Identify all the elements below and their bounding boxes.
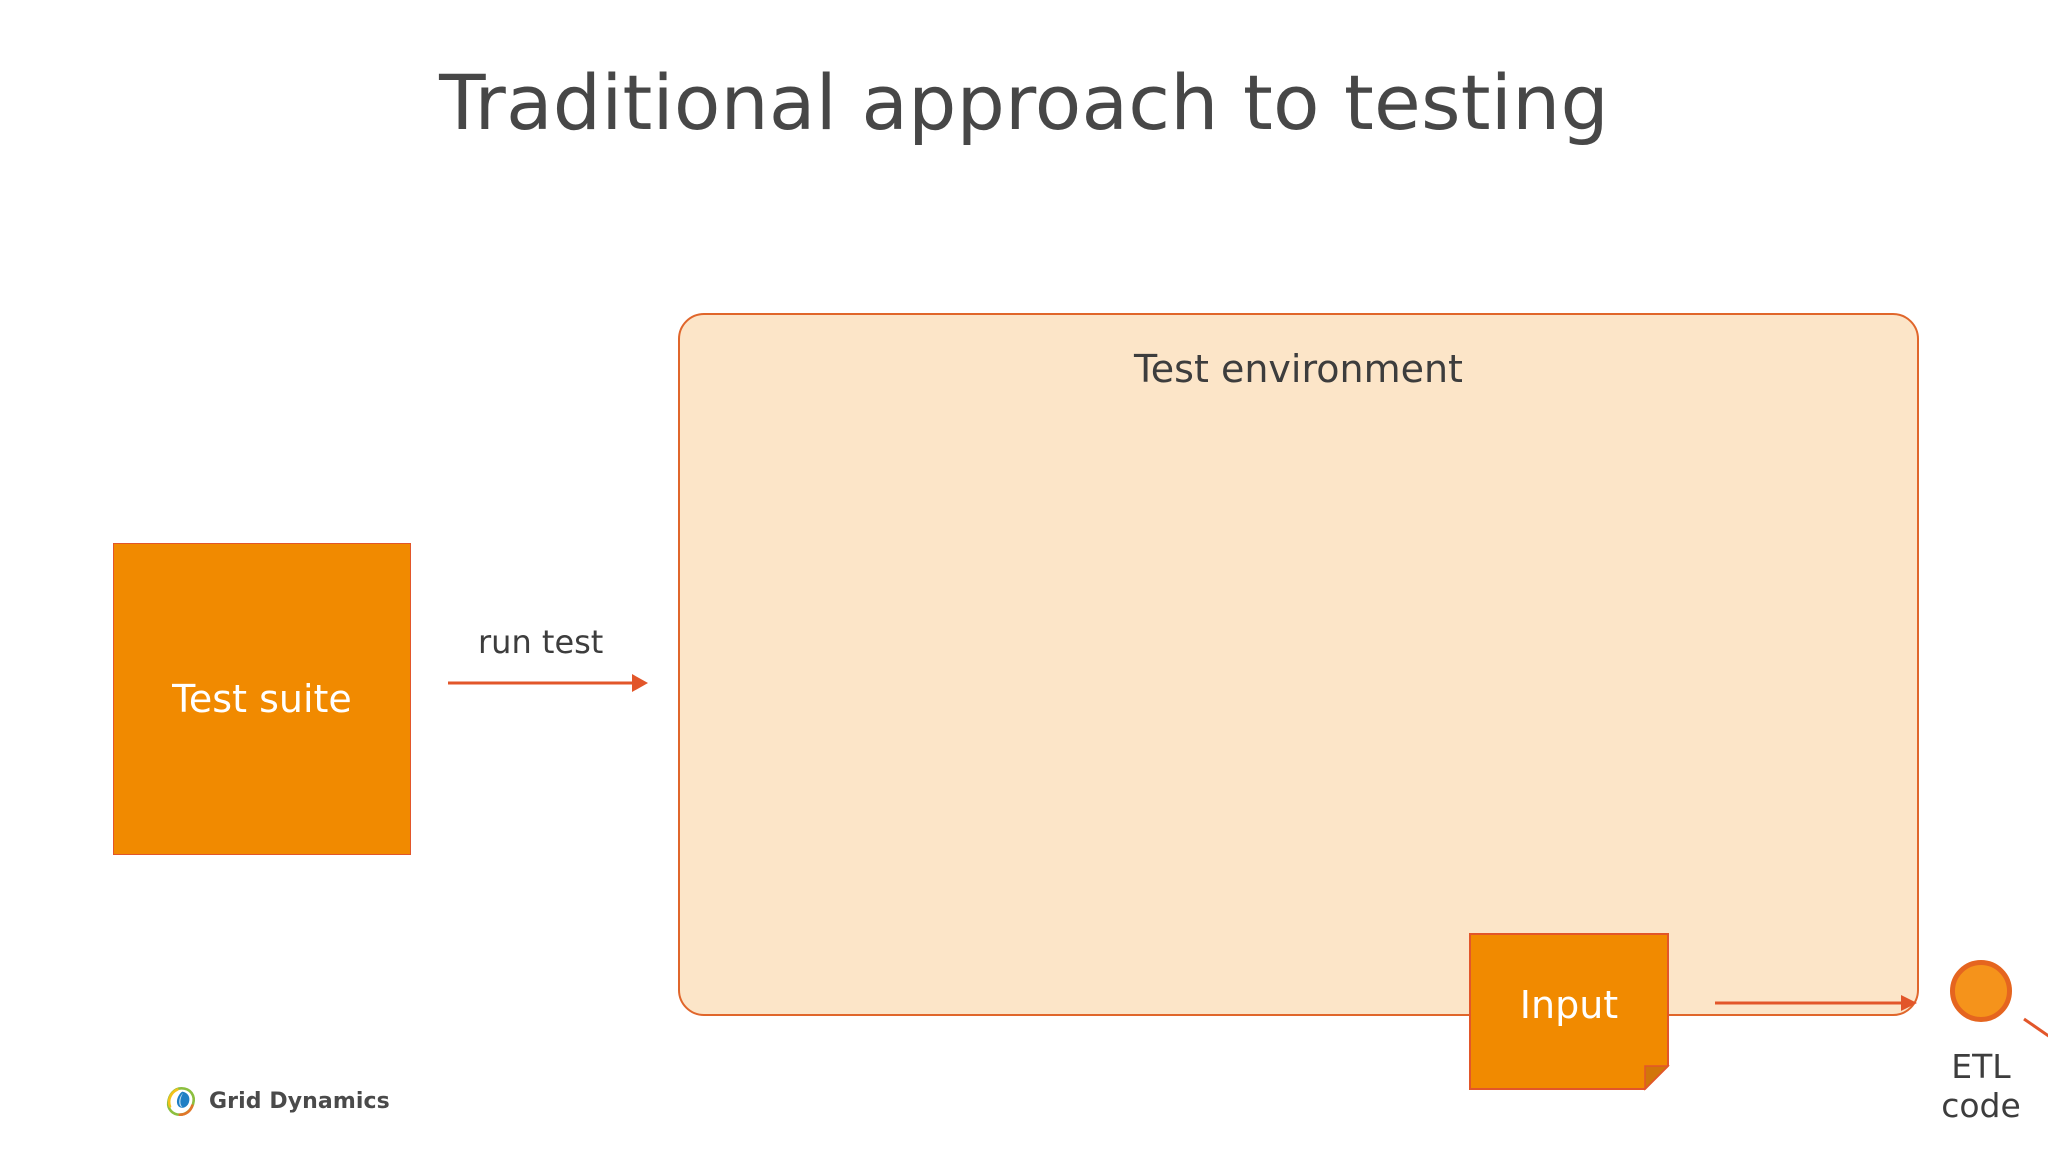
node-etl-code <box>1950 960 2012 1022</box>
brand-name-label: Grid Dynamics <box>209 1089 390 1114</box>
brand-logo: Grid Dynamics <box>165 1085 390 1118</box>
arrow-diagonal-down-right-icon <box>2020 1015 2048 1152</box>
container-test-environment-label: Test environment <box>1134 347 1463 391</box>
connector-run-test-label: run test <box>478 623 604 661</box>
node-test-suite: Test suite <box>113 543 411 855</box>
grid-dynamics-logo-icon <box>166 1086 195 1117</box>
node-etl-code-label: ETL code <box>1896 1047 2048 1126</box>
node-etl-code-label-line1: ETL <box>1951 1047 2011 1086</box>
node-etl-code-label-line2: code <box>1941 1085 2021 1125</box>
container-test-environment: Test environment Input ETL code <box>678 313 2048 1125</box>
node-test-suite-label: Test suite <box>172 677 352 721</box>
arrow-right-icon <box>448 668 648 698</box>
arrow-right-icon <box>1715 992 1917 1014</box>
node-input: Input <box>1469 933 1670 1091</box>
page-title: Traditional approach to testing <box>439 58 1609 147</box>
